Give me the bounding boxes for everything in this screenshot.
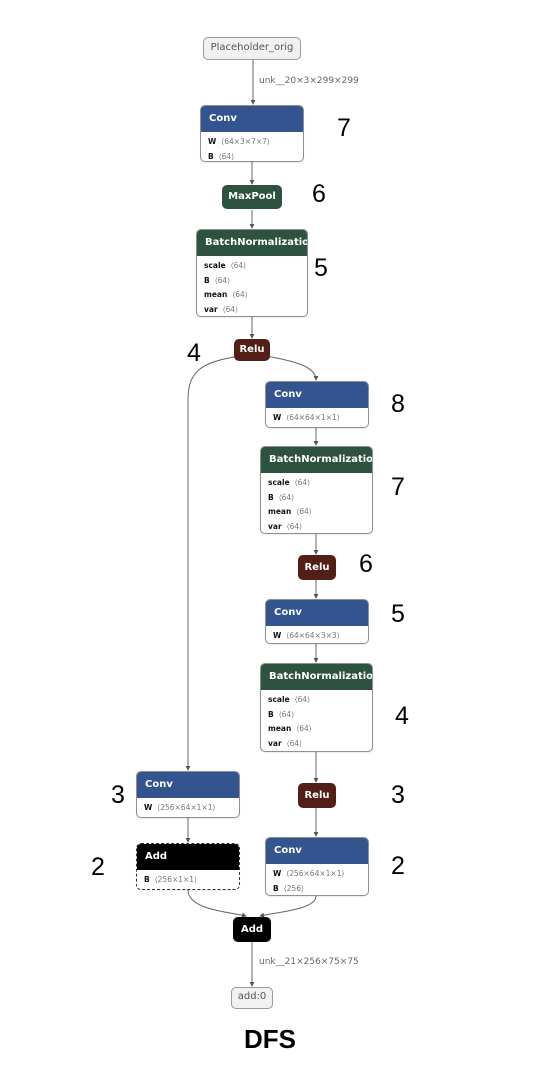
bn-stem-node[interactable]: BatchNormalization scale⟨64⟩ B⟨64⟩ mean⟨… [196, 229, 308, 317]
order-label-bn-r2: 4 [395, 702, 409, 730]
order-label-add-left: 2 [91, 853, 105, 881]
bn-r1-attr-scale: scale⟨64⟩ [268, 478, 311, 487]
edge-left-add-to-final-add [187, 889, 247, 918]
conv-left-attr-w: W⟨256×64×1×1⟩ [144, 803, 216, 812]
bn-r2-attr-scale: scale⟨64⟩ [268, 695, 311, 704]
add-final-title: Add [240, 924, 264, 935]
order-label-bn-stem: 5 [314, 254, 328, 282]
conv-r3-attr-b: B⟨256⟩ [273, 883, 304, 893]
bn-stem-attr-scale: scale⟨64⟩ [204, 261, 247, 270]
placeholder-input-node[interactable]: Placeholder_orig [203, 37, 301, 60]
bn-r1-title: BatchNormalization [261, 447, 372, 473]
bn-stem-attr-mean: mean⟨64⟩ [204, 290, 248, 299]
conv-r3-node[interactable]: Conv W⟨256×64×1×1⟩ B⟨256⟩ [265, 837, 369, 896]
bn-r1-node[interactable]: BatchNormalization scale⟨64⟩ B⟨64⟩ mean⟨… [260, 446, 373, 534]
bn-r2-node[interactable]: BatchNormalization scale⟨64⟩ B⟨64⟩ mean⟨… [260, 663, 373, 752]
input-shape-label: unk__20×3×299×299 [259, 76, 359, 86]
bn-stem-attr-var: var⟨64⟩ [204, 304, 239, 314]
bn-stem-attr-b: B⟨64⟩ [204, 275, 231, 285]
edge-relu-to-left-conv [185, 355, 241, 771]
conv-left-title: Conv [137, 772, 239, 798]
conv-r2-node[interactable]: Conv W⟨64×64×3×3⟩ [265, 599, 369, 644]
order-label-maxpool: 6 [312, 180, 326, 208]
conv-r1-title: Conv [266, 382, 368, 408]
relu-stem-title: Relu [239, 344, 265, 355]
relu-r2-node[interactable]: Relu [298, 783, 336, 808]
order-label-conv-stem: 7 [337, 114, 351, 142]
add-final-node[interactable]: Add [233, 917, 271, 942]
conv-stem-attr-w: W⟨64×3×7×7⟩ [208, 137, 270, 146]
conv-stem-title: Conv [201, 106, 303, 132]
add-output-node[interactable]: add:0 [231, 987, 273, 1009]
order-label-conv-r2: 5 [391, 600, 405, 628]
bn-r2-attr-var: var⟨64⟩ [268, 738, 303, 748]
conv-stem-attr-b: B⟨64⟩ [208, 151, 235, 161]
edge-conv-r3-to-final-add [259, 895, 317, 918]
bn-r2-attr-b: B⟨64⟩ [268, 709, 295, 719]
relu-r1-title: Relu [304, 562, 330, 573]
conv-r2-attr-w: W⟨64×64×3×3⟩ [273, 631, 340, 640]
add-output-label: add:0 [237, 991, 267, 1002]
bn-stem-title: BatchNormalization [197, 230, 307, 256]
output-shape-label: unk__21×256×75×75 [259, 957, 359, 967]
conv-r2-title: Conv [266, 600, 368, 626]
order-label-conv-r3: 2 [391, 852, 405, 880]
order-label-relu-r2: 3 [391, 781, 405, 809]
conv-r3-title: Conv [266, 838, 368, 864]
conv-r1-attr-w: W⟨64×64×1×1⟩ [273, 413, 340, 422]
conv-left-node[interactable]: Conv W⟨256×64×1×1⟩ [136, 771, 240, 818]
conv-stem-node[interactable]: Conv W⟨64×3×7×7⟩ B⟨64⟩ [200, 105, 304, 162]
order-label-relu-stem: 4 [187, 339, 201, 367]
add-left-node[interactable]: Add B⟨256×1×1⟩ [136, 843, 240, 890]
bn-r1-attr-var: var⟨64⟩ [268, 521, 303, 531]
order-label-relu-r1: 6 [359, 550, 373, 578]
add-left-attr-b: B⟨256×1×1⟩ [144, 875, 197, 884]
edge-relu-to-right-conv [265, 355, 319, 381]
figure-caption: DFS [244, 1024, 296, 1054]
conv-r3-attr-w: W⟨256×64×1×1⟩ [273, 869, 345, 878]
bn-r1-attr-mean: mean⟨64⟩ [268, 507, 312, 516]
order-label-conv-left: 3 [111, 781, 125, 809]
maxpool-node[interactable]: MaxPool [222, 185, 282, 209]
order-label-bn-r1: 7 [391, 473, 405, 501]
bn-r1-attr-b: B⟨64⟩ [268, 492, 295, 502]
bn-r2-title: BatchNormalization [261, 664, 372, 690]
relu-r2-title: Relu [304, 790, 330, 801]
bn-r2-attr-mean: mean⟨64⟩ [268, 724, 312, 733]
conv-r1-node[interactable]: Conv W⟨64×64×1×1⟩ [265, 381, 369, 428]
order-label-conv-r1: 8 [391, 390, 405, 418]
relu-stem-node[interactable]: Relu [234, 339, 270, 361]
add-left-title: Add [137, 844, 239, 870]
placeholder-label: Placeholder_orig [210, 42, 294, 53]
maxpool-title: MaxPool [228, 191, 276, 202]
relu-r1-node[interactable]: Relu [298, 555, 336, 580]
